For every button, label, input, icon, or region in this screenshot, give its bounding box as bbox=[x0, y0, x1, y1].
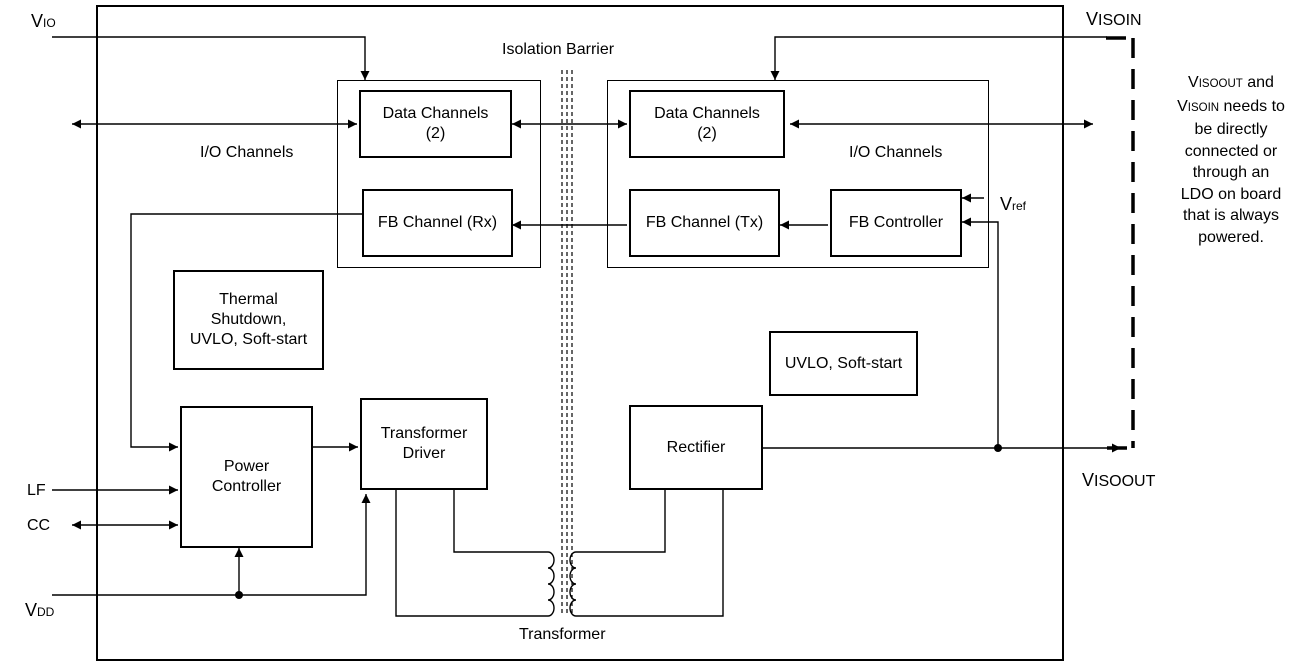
transformer-driver-block: Transformer Driver bbox=[360, 398, 488, 490]
wire-vdd bbox=[52, 494, 371, 596]
wire-secondary-outer bbox=[576, 490, 724, 617]
note-line: through an bbox=[1192, 164, 1270, 181]
connection-note: VISOOUT and VISOIN needs to be directly … bbox=[1156, 72, 1306, 248]
data-channels-left-block: Data Channels (2) bbox=[359, 90, 512, 158]
note-line: that is always bbox=[1182, 207, 1280, 224]
pin-vdd: VDD bbox=[25, 600, 55, 620]
wire-fb-to-pc bbox=[130, 213, 362, 452]
note-line: VISOOUT and bbox=[1188, 74, 1274, 91]
data-channels-right-block: Data Channels (2) bbox=[629, 90, 785, 158]
io-channels-right-label: I/O Channels bbox=[849, 144, 943, 161]
fb-controller-block: FB Controller bbox=[830, 189, 962, 257]
junction-dot bbox=[994, 444, 1002, 452]
wire-visoin bbox=[770, 36, 1107, 80]
transformer-primary-coil bbox=[547, 551, 555, 617]
wire-fb-sense bbox=[962, 217, 999, 448]
pin-visoin: VISOIN bbox=[1086, 9, 1142, 29]
uvlo-softstart-block: UVLO, Soft-start bbox=[769, 331, 918, 396]
note-line: VISOIN needs to bbox=[1177, 97, 1285, 115]
transformer-label: Transformer bbox=[519, 626, 606, 643]
note-line: be directly bbox=[1194, 121, 1268, 138]
note-line: connected or bbox=[1184, 142, 1278, 160]
thermal-shutdown-block: Thermal Shutdown, UVLO, Soft-start bbox=[173, 270, 324, 370]
junction-dot bbox=[235, 591, 243, 599]
rectifier-block: Rectifier bbox=[629, 405, 763, 490]
note-line: powered. bbox=[1198, 228, 1264, 246]
device-outline bbox=[96, 5, 1064, 661]
io-channels-left-label: I/O Channels bbox=[200, 144, 294, 161]
fb-channel-tx-block: FB Channel (Tx) bbox=[629, 189, 780, 257]
pin-visoout: VISOOUT bbox=[1082, 470, 1156, 490]
wire-primary-inner bbox=[453, 490, 548, 553]
pin-vref: Vref bbox=[1000, 194, 1027, 214]
isolation-barrier-label: Isolation Barrier bbox=[502, 41, 615, 58]
pin-lf: LF bbox=[27, 482, 46, 499]
wire-vio bbox=[52, 36, 370, 80]
fb-channel-rx-block: FB Channel (Rx) bbox=[362, 189, 513, 257]
power-controller-block: Power Controller bbox=[180, 406, 313, 548]
left-io-group bbox=[337, 80, 541, 268]
note-line: LDO on board bbox=[1180, 185, 1282, 203]
pin-vio: VIO bbox=[31, 11, 56, 31]
right-io-group bbox=[607, 80, 989, 268]
transformer-secondary-coil bbox=[569, 551, 577, 617]
wire-primary-outer bbox=[395, 490, 548, 617]
pin-cc: CC bbox=[27, 517, 51, 534]
wire-secondary-inner bbox=[576, 490, 666, 553]
